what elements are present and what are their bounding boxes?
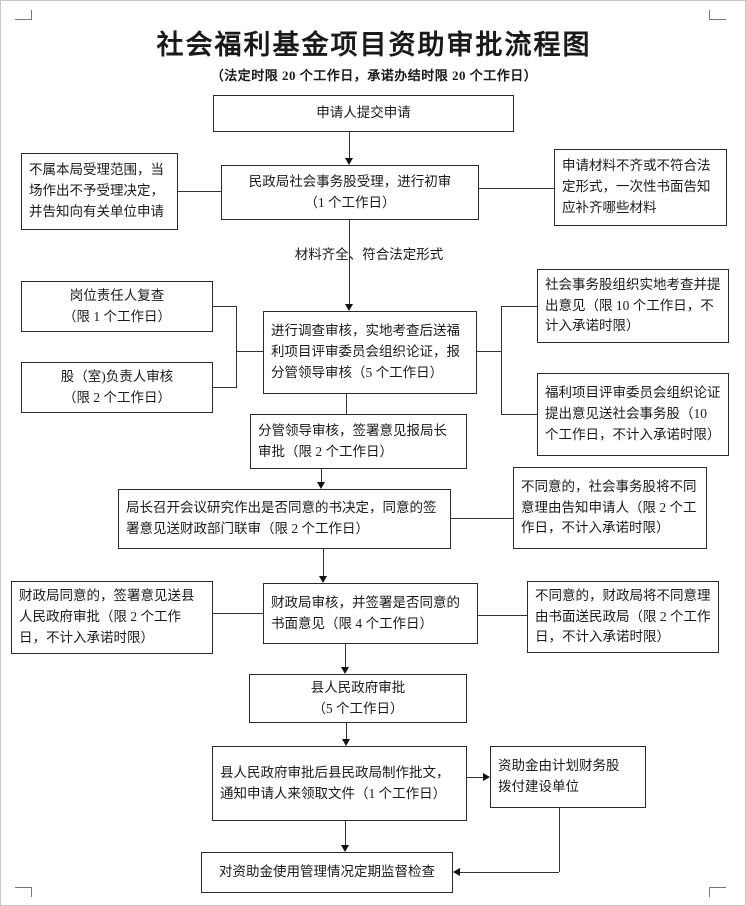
- arrow-down-icon: [341, 667, 349, 674]
- node-investigation-and-verification: 进行调查审核，实地考查后送福利项目评审委员会组织论证，报分管领导审核（5 个工作…: [263, 311, 477, 394]
- node-disagree-notify-applicant: 不同意的，社会事务股将不同意理由告知申请人（限 2 个工作日，不计入承诺时限）: [513, 467, 707, 549]
- flow-line: [178, 191, 221, 192]
- node-civil-affairs-initial-review: 民政局社会事务股受理，进行初审 （1 个工作日）: [221, 165, 479, 220]
- flow-label-materials-complete: 材料齐全、符合法定形式: [294, 247, 444, 262]
- node-fund-allocation: 资助金由计划财务股 拨付建设单位: [490, 746, 646, 808]
- flow-line: [501, 414, 537, 415]
- flow-line: [349, 132, 350, 159]
- node-incomplete-materials-notice: 申请材料不齐或不符合法定形式，一次性书面告知应补齐哪些材料: [554, 149, 727, 226]
- node-director-meeting-decision: 局长召开会议研究作出是否同意的书决定，同意的签署意见送财政部门联审（限 2 个工…: [118, 489, 451, 549]
- node-field-inspection-opinion: 社会事务股组织实地考查并提出意见（限 10 个工作日，不计入承诺时限）: [537, 269, 729, 343]
- flow-line: [477, 351, 501, 352]
- node-finance-bureau-review: 财政局审核，并签署是否同意的书面意见（限 4 个工作日）: [263, 583, 478, 644]
- node-section-chief-review: 股（室)负责人审核 （限 2 个工作日）: [21, 362, 213, 413]
- flow-line: [501, 306, 537, 307]
- node-post-responsible-recheck: 岗位责任人复查 （限 1 个工作日）: [21, 281, 213, 332]
- arrow-right-icon: [483, 773, 490, 781]
- arrow-left-icon: [453, 868, 460, 876]
- flow-line: [501, 306, 502, 415]
- page-margin-mark: [15, 10, 32, 20]
- flow-line: [345, 644, 346, 668]
- flow-line: [467, 777, 483, 778]
- flow-line: [213, 387, 236, 388]
- page-subtitle: （法定时限 20 个工作日，承诺办结时限 20 个工作日）: [210, 68, 538, 83]
- arrow-down-icon: [319, 576, 327, 583]
- flow-line: [349, 220, 350, 305]
- flow-line: [559, 808, 560, 872]
- arrow-down-icon: [342, 739, 350, 746]
- flow-line: [346, 394, 347, 414]
- page-margin-mark: [709, 887, 726, 897]
- flow-line: [479, 188, 554, 189]
- flow-line: [236, 351, 263, 352]
- node-county-government-approval: 县人民政府审批 （5 个工作日）: [249, 674, 467, 723]
- page-margin-mark: [15, 887, 32, 897]
- flow-line: [213, 613, 263, 614]
- flow-line: [460, 872, 559, 873]
- flow-line: [478, 615, 527, 616]
- arrow-down-icon: [341, 845, 349, 852]
- flow-line: [321, 469, 322, 483]
- node-finance-disagree-notice: 不同意的，财政局将不同意理由书面送民政局（限 2 个工作日，不计入承诺时限）: [527, 581, 719, 653]
- page-margin-mark: [709, 10, 726, 20]
- node-supervision-check: 对资助金使用管理情况定期监督检查: [201, 852, 453, 893]
- arrow-down-icon: [345, 158, 353, 165]
- flow-line: [346, 723, 347, 740]
- node-issue-approval-document: 县人民政府审批后县民政局制作批文， 通知申请人来领取文件（1 个工作日）: [212, 746, 467, 821]
- flow-line: [345, 821, 346, 846]
- flow-line: [236, 306, 237, 388]
- node-finance-agree-submit-county: 财政局同意的，签署意见送县人民政府审批（限 2 个工作日，不计入承诺时限）: [11, 581, 213, 654]
- flow-line: [213, 306, 236, 307]
- node-out-of-scope-rejection: 不属本局受理范围，当场作出不予受理决定，并告知向有关单位申请: [21, 153, 178, 230]
- page-title: 社会福利基金项目资助审批流程图: [156, 30, 592, 60]
- node-submit-application: 申请人提交申请: [213, 95, 514, 132]
- node-deputy-leader-review: 分管领导审核，签署意见报局长审批（限 2 个工作日）: [250, 414, 467, 469]
- flow-line: [323, 549, 324, 577]
- node-committee-demonstration-opinion: 福利项目评审委员会组织论证提出意见送社会事务股（10 个工作日，不计入承诺时限）: [537, 373, 729, 456]
- arrow-down-icon: [317, 482, 325, 489]
- arrow-down-icon: [345, 304, 353, 311]
- flow-line: [451, 518, 513, 519]
